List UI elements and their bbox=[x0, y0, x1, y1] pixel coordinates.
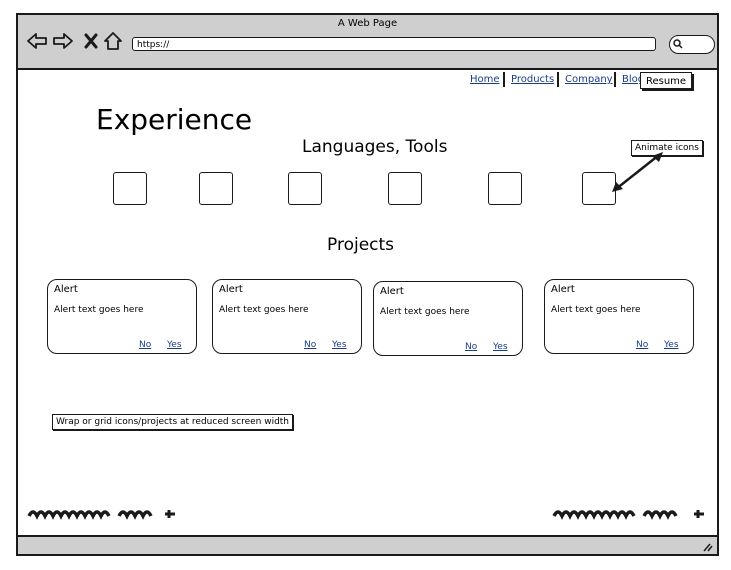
card-title: Alert bbox=[380, 286, 404, 297]
card-title: Alert bbox=[54, 284, 78, 295]
nav-link-products[interactable]: Products bbox=[511, 74, 555, 85]
card-no-link[interactable]: No bbox=[465, 342, 478, 352]
wrap-note: Wrap or grid icons/projects at reduced s… bbox=[52, 414, 294, 430]
page-title: Experience bbox=[96, 103, 253, 136]
title-bar: A Web Page https:// bbox=[18, 15, 717, 70]
footer-scribble-left bbox=[27, 510, 175, 520]
resize-grip-icon[interactable] bbox=[701, 542, 713, 552]
back-arrow-icon[interactable] bbox=[26, 31, 48, 51]
nav-link-home[interactable]: Home bbox=[470, 74, 500, 85]
card-body: Alert text goes here bbox=[551, 305, 641, 315]
url-field[interactable]: https:// bbox=[132, 37, 656, 51]
card-title: Alert bbox=[551, 284, 575, 295]
tool-icon-placeholder bbox=[199, 172, 233, 205]
card-body: Alert text goes here bbox=[219, 305, 309, 315]
resume-button[interactable]: Resume bbox=[640, 72, 692, 89]
projects-heading: Projects bbox=[327, 235, 395, 255]
card-body: Alert text goes here bbox=[54, 305, 144, 315]
close-icon[interactable] bbox=[81, 31, 103, 51]
status-bar bbox=[18, 535, 717, 554]
forward-arrow-icon[interactable] bbox=[52, 31, 74, 51]
window-title: A Web Page bbox=[337, 18, 398, 29]
animate-icons-note: Animate icons bbox=[631, 140, 703, 156]
languages-heading: Languages, Tools bbox=[302, 137, 448, 157]
nav-link-blog[interactable]: Blog bbox=[622, 74, 645, 85]
nav-separator bbox=[503, 72, 505, 87]
search-field[interactable] bbox=[669, 35, 715, 54]
card-body: Alert text goes here bbox=[380, 307, 470, 317]
card-no-link[interactable]: No bbox=[636, 340, 649, 350]
card-yes-link[interactable]: Yes bbox=[332, 340, 347, 350]
tool-icon-placeholder bbox=[388, 172, 422, 205]
search-icon bbox=[673, 39, 683, 49]
double-arrow-connector bbox=[612, 152, 663, 192]
project-card: Alert Alert text goes here No Yes bbox=[47, 279, 197, 354]
project-card: Alert Alert text goes here No Yes bbox=[544, 279, 694, 354]
card-no-link[interactable]: No bbox=[304, 340, 317, 350]
tool-icon-placeholder bbox=[113, 172, 147, 205]
footer-scribble-right bbox=[552, 510, 704, 520]
nav-separator bbox=[557, 72, 559, 87]
card-yes-link[interactable]: Yes bbox=[664, 340, 679, 350]
card-title: Alert bbox=[219, 284, 243, 295]
project-card: Alert Alert text goes here No Yes bbox=[373, 281, 523, 356]
tool-icon-placeholder bbox=[288, 172, 322, 205]
nav-separator bbox=[614, 72, 616, 87]
card-yes-link[interactable]: Yes bbox=[493, 342, 508, 352]
home-icon[interactable] bbox=[102, 31, 124, 51]
nav-link-company[interactable]: Company bbox=[565, 74, 613, 85]
card-yes-link[interactable]: Yes bbox=[167, 340, 182, 350]
tool-icon-placeholder bbox=[488, 172, 522, 205]
card-no-link[interactable]: No bbox=[139, 340, 152, 350]
project-card: Alert Alert text goes here No Yes bbox=[212, 279, 362, 354]
